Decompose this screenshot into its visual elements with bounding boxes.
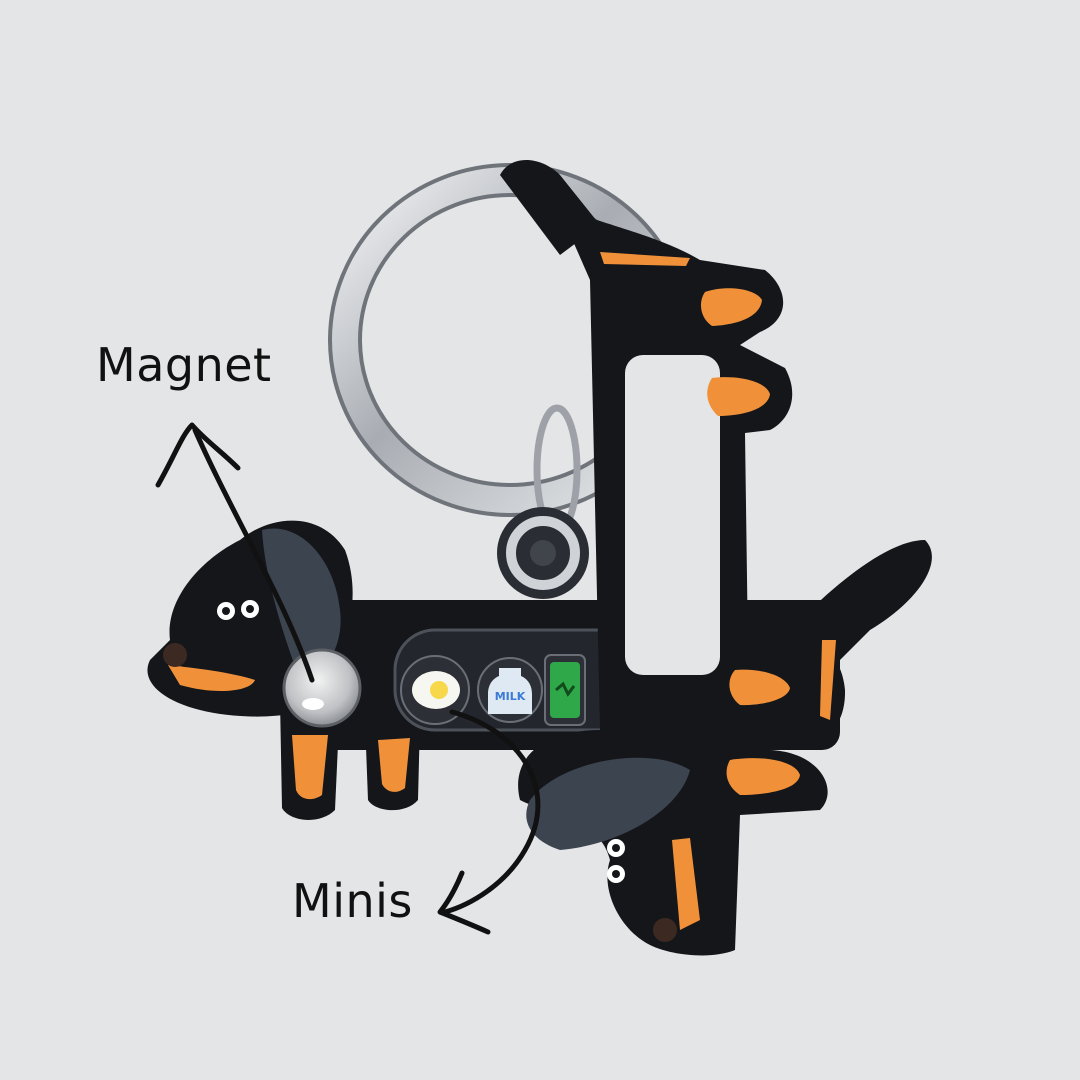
mini-milk: MILK [477,657,543,723]
mini-egg [400,655,470,725]
dachshund-hanging [500,160,828,956]
milk-label: MILK [495,690,526,703]
split-ring [497,404,589,599]
mini-green-can [544,654,586,726]
minis-label: Minis [292,874,413,928]
magnet-label: Magnet [96,338,272,392]
curved-arrow-up-icon [155,422,315,683]
magnet-disc [282,648,362,728]
curved-arrow-down-icon [437,709,541,935]
